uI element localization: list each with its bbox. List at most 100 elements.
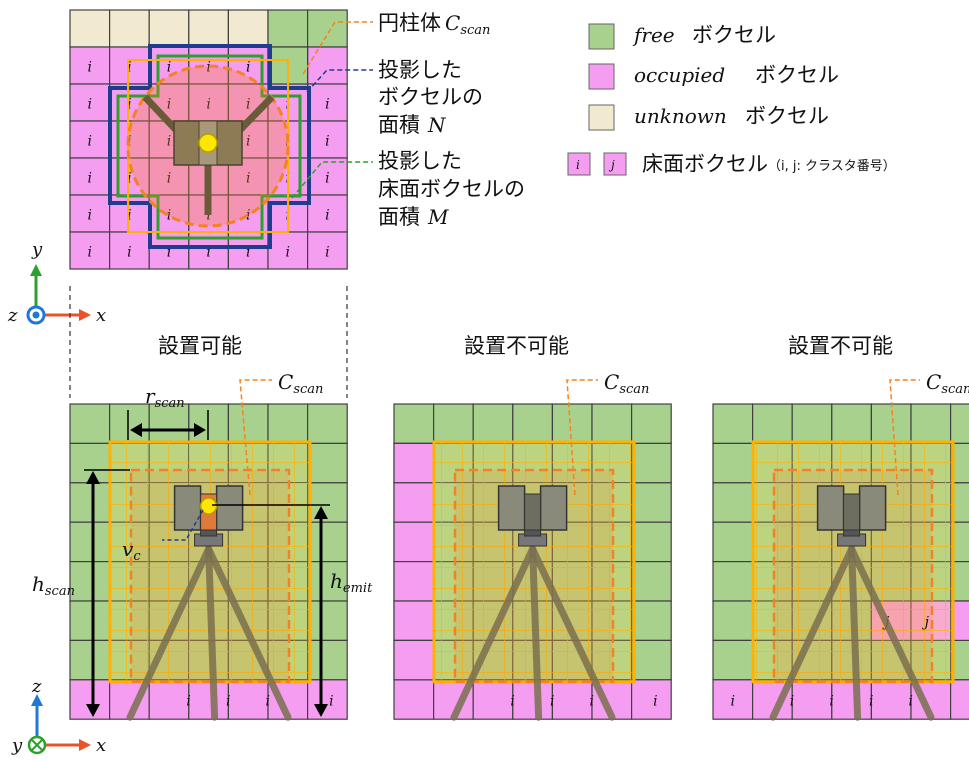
legend-occupied-suffix: ボクセル [755,63,839,87]
floor-cell-label: i [127,171,131,187]
voxel-cell [712,403,754,445]
v-c-sub: c [133,549,141,564]
svg-text:Cscan: Cscan [604,370,649,397]
floor-cell-label: i [88,134,92,150]
floor-cell-label: i [206,60,210,76]
top-axis-y: y [31,239,43,260]
voxel-cell [949,679,969,720]
occupied-wall-cell [393,521,435,563]
proj-floor-symbol: M [427,205,449,229]
voxel-cell [831,679,872,720]
voxel-cell [69,46,111,85]
voxel-cell [712,482,754,523]
voxel-cell [870,679,912,720]
bottom-axes: z y x [11,676,106,756]
legend-floor-label: 床面ボクセル [642,152,768,176]
occupied-wall-cell [393,442,435,484]
cylinder-label: 円柱体 [378,11,441,35]
proj-voxel-line1: 投影した [378,58,462,82]
scanner-tripod [126,485,292,721]
floor-cell-label: i [246,60,250,76]
voxel-cell [630,639,672,681]
cell-label: i [329,694,333,710]
h-scan-sub: scan [45,584,75,599]
floor-cell-label: i [127,208,131,224]
voxel-cell [148,679,190,720]
legend-occupied-label: occupied [634,63,725,87]
voxel-cell [227,679,269,720]
panel3-c-symbol: C [926,370,941,394]
voxel-cell [630,600,672,642]
voxel-cell [551,403,593,445]
cell-label: i [790,694,794,710]
voxel-cell [910,403,952,445]
floor-cell-label: i [286,245,290,261]
projected-floor-outline [116,54,302,240]
legend: free ボクセル occupied ボクセル unknown ボクセル i j… [567,23,896,176]
voxel-cell [791,679,833,720]
floor-cell-label: i [206,208,210,224]
voxel-cell [751,403,793,445]
voxel-cell [712,600,754,642]
floor-cell-label: i [167,97,171,113]
voxel-cell [307,46,348,85]
svg-text:rscan: rscan [145,384,185,411]
voxel-cell [630,521,672,563]
legend-floor-note: （i, j: クラスタ番号） [768,159,896,174]
occupied-wall-cell [393,560,435,602]
svg-text:Cscan: Cscan [445,11,490,38]
voxel-cell [69,442,111,484]
voxel-cell [393,679,435,720]
voxel-cell [472,403,514,445]
voxel-cell [831,403,872,445]
voxel-cell [307,403,348,445]
floor-cell-label: i [167,60,171,76]
floor-cell-label: i [127,60,131,76]
emission-center [199,497,218,515]
dimension-annotations: rscan hscan hemit vc [32,384,373,717]
svg-text:hemit: hemit [330,569,373,596]
cell-label: i [550,694,554,710]
svg-text:Cscan: Cscan [278,370,323,397]
floor-cell-label: i [246,134,250,150]
floor-cell-label: i [127,97,131,113]
voxel-cell [69,120,111,159]
proj-floor-line3: 面積 [378,205,420,229]
voxel-cell [307,194,348,233]
proj-floor-line1: 投影した [378,149,462,173]
floor-cell-label: i [246,245,250,261]
voxel-cell [472,679,514,720]
voxel-cell [591,403,633,445]
bottom-axis-z: z [31,676,42,697]
legend-occupied-swatch [588,63,615,90]
floor-cell-label: i [127,245,131,261]
top-axis-x: x [96,305,106,326]
projected-voxel-outline [108,44,311,249]
voxel-cell [791,403,833,445]
r-scan-symbol: r [145,384,156,408]
bottom-axis-x: x [96,735,106,756]
h-emit-sub: emit [343,581,373,596]
voxel-cell [512,403,553,445]
h-scan-symbol: h [32,572,45,596]
voxel-cell [630,442,672,484]
cell-label: i [829,694,833,710]
cell-label: i [590,694,594,710]
voxel-cell [148,9,190,48]
floor-cell-label: i [88,60,92,76]
scanner-tripod [769,485,935,721]
voxel-cell [69,157,111,196]
floor-cell-label: i [325,134,329,150]
panel2-c-symbol: C [604,370,619,394]
legend-floor-j: j [608,158,615,172]
side-panel-3: iiiiijjj [712,403,969,721]
proj-voxel-line2: ボクセルの [378,85,483,109]
top-axes: y z x [7,239,106,326]
voxel-cell [188,679,230,720]
voxel-cell [69,679,111,720]
floor-cell-label: i [88,208,92,224]
legend-floor-i: i [576,158,580,172]
svg-text:hscan: hscan [32,572,75,599]
svg-text:Cscan: Cscan [926,370,969,397]
